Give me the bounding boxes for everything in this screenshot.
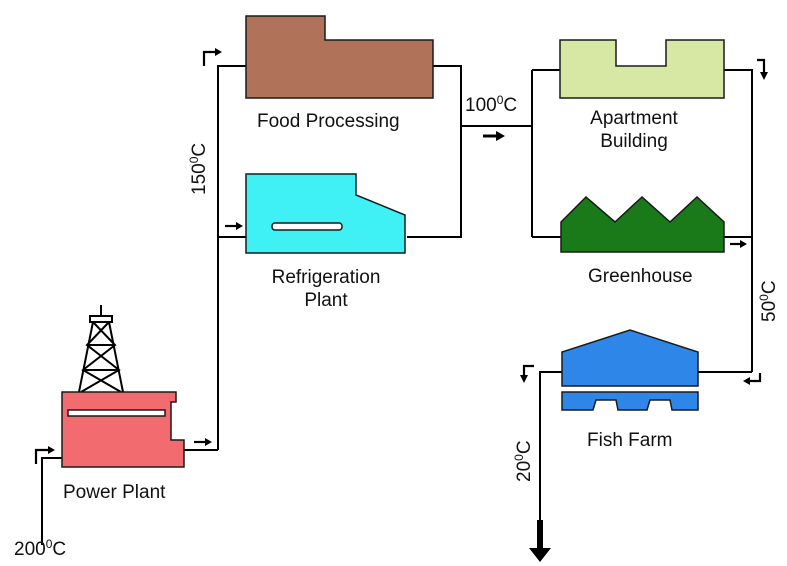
fish-farm-label: Fish Farm	[587, 430, 673, 451]
temp-200c: 2000C	[14, 537, 66, 560]
pipe-food-outlet	[407, 65, 462, 238]
flow-arrow-icon	[194, 438, 212, 446]
food-processing-node: Food Processing	[245, 15, 434, 132]
power-plant-label: Power Plant	[63, 482, 166, 503]
power-plant-node: Power Plant	[61, 305, 185, 503]
flow-arrow-icon	[225, 222, 243, 230]
flow-arrow-icon	[34, 446, 55, 464]
temp-50c: 500C	[757, 280, 780, 322]
pipe-inlet	[41, 457, 62, 545]
fish-farm-roof	[561, 329, 699, 387]
greenhouse-label: Greenhouse	[588, 266, 693, 287]
refrigeration-building	[245, 173, 406, 254]
refrigeration-node: Refrigeration Plant	[245, 173, 406, 311]
food-processing-label: Food Processing	[257, 111, 400, 132]
refrigeration-window	[271, 222, 343, 231]
apartment-label-line1: Apartment	[590, 108, 678, 129]
pipe-fish-outlet	[539, 371, 562, 545]
flow-arrows	[34, 48, 768, 562]
refrigeration-label-line1: Refrigeration	[272, 267, 381, 288]
oil-derrick-icon	[78, 305, 124, 393]
power-plant-window	[67, 409, 166, 417]
flow-arrow-icon	[757, 58, 768, 80]
flow-arrow-icon	[743, 373, 762, 385]
apartment-label-line2: Building	[600, 131, 668, 152]
pipe-main-riser	[217, 65, 246, 450]
flow-arrow-icon	[730, 240, 747, 248]
flow-arrow-icon	[520, 364, 534, 383]
food-processing-building	[245, 15, 434, 99]
fish-farm-node: Fish Farm	[561, 329, 699, 451]
greenhouse-node: Greenhouse	[560, 195, 725, 287]
apartment-node: Apartment Building	[559, 39, 725, 152]
temp-20c: 200C	[512, 440, 535, 482]
greenhouse-building	[560, 195, 725, 253]
apartment-building	[559, 39, 725, 99]
temp-100c: 1000C	[465, 93, 517, 116]
power-plant-building	[61, 391, 185, 468]
refrigeration-label-line2: Plant	[304, 290, 348, 311]
temperature-labels: 2000C 1500C 1000C 500C 200C	[14, 93, 780, 560]
flow-arrow-icon	[529, 520, 551, 562]
flow-arrow-icon	[202, 48, 222, 66]
flow-arrow-icon	[483, 131, 505, 141]
fish-farm-tanks	[561, 391, 699, 411]
pipe-apartment-outlet	[724, 69, 753, 372]
pipe-network	[41, 65, 753, 545]
temp-150c: 1500C	[187, 143, 210, 195]
